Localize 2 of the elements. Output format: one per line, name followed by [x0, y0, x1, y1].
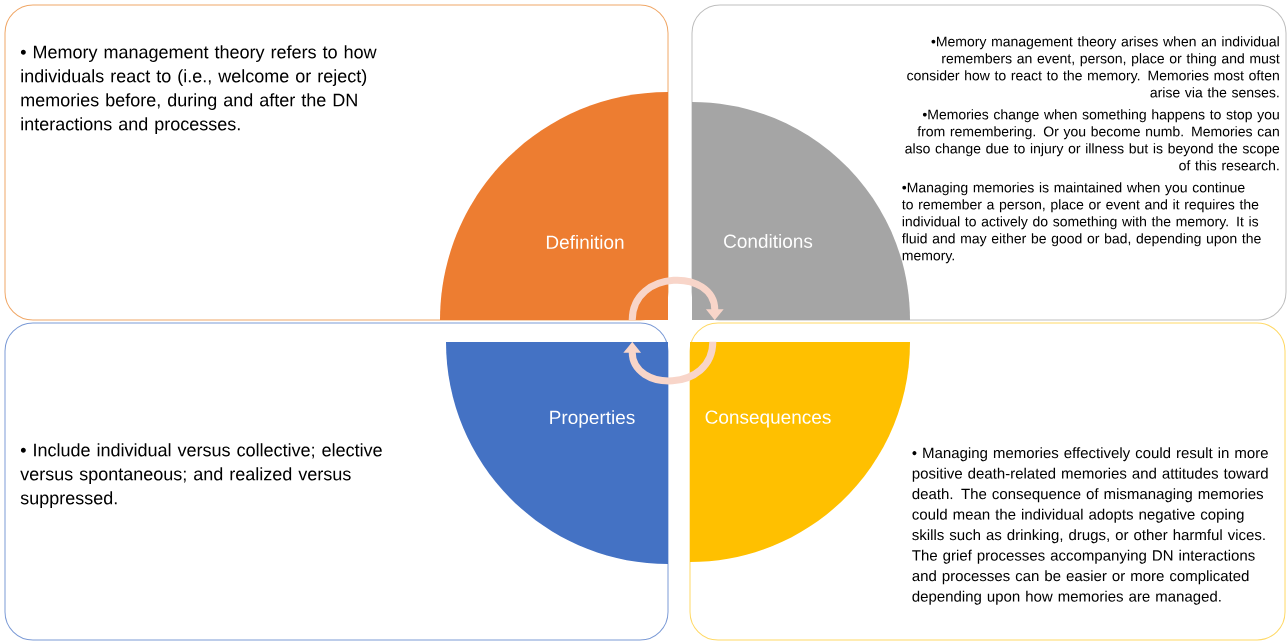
curved-arrow [623, 341, 717, 385]
curved-arrow [628, 276, 724, 321]
